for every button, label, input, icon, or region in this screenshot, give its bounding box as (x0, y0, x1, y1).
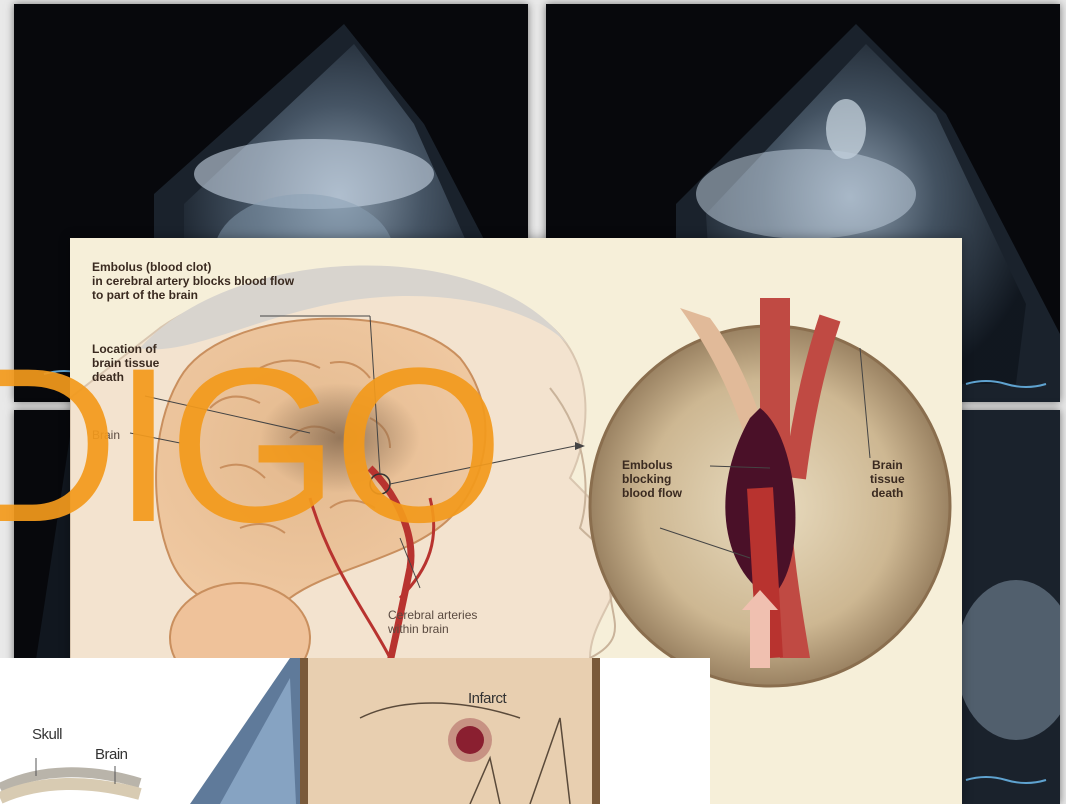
infarct-label: Infarct (468, 690, 506, 707)
infarct-inset-image: Skull Brain Infarct (0, 658, 710, 804)
brain-tissue-death-label: Brain tissue death (870, 458, 905, 500)
location-label: Location of brain tissue death (92, 342, 159, 384)
brain-label: Brain (92, 428, 120, 442)
inset-brain-label: Brain (95, 746, 128, 763)
cerebral-arteries-label: Cerebral arteries within brain (388, 608, 477, 636)
embolus-title-label: Embolus (blood clot) in cerebral artery … (92, 260, 294, 302)
embolus-blocking-label: Embolus blocking blood flow (622, 458, 682, 500)
skull-label: Skull (32, 726, 62, 743)
